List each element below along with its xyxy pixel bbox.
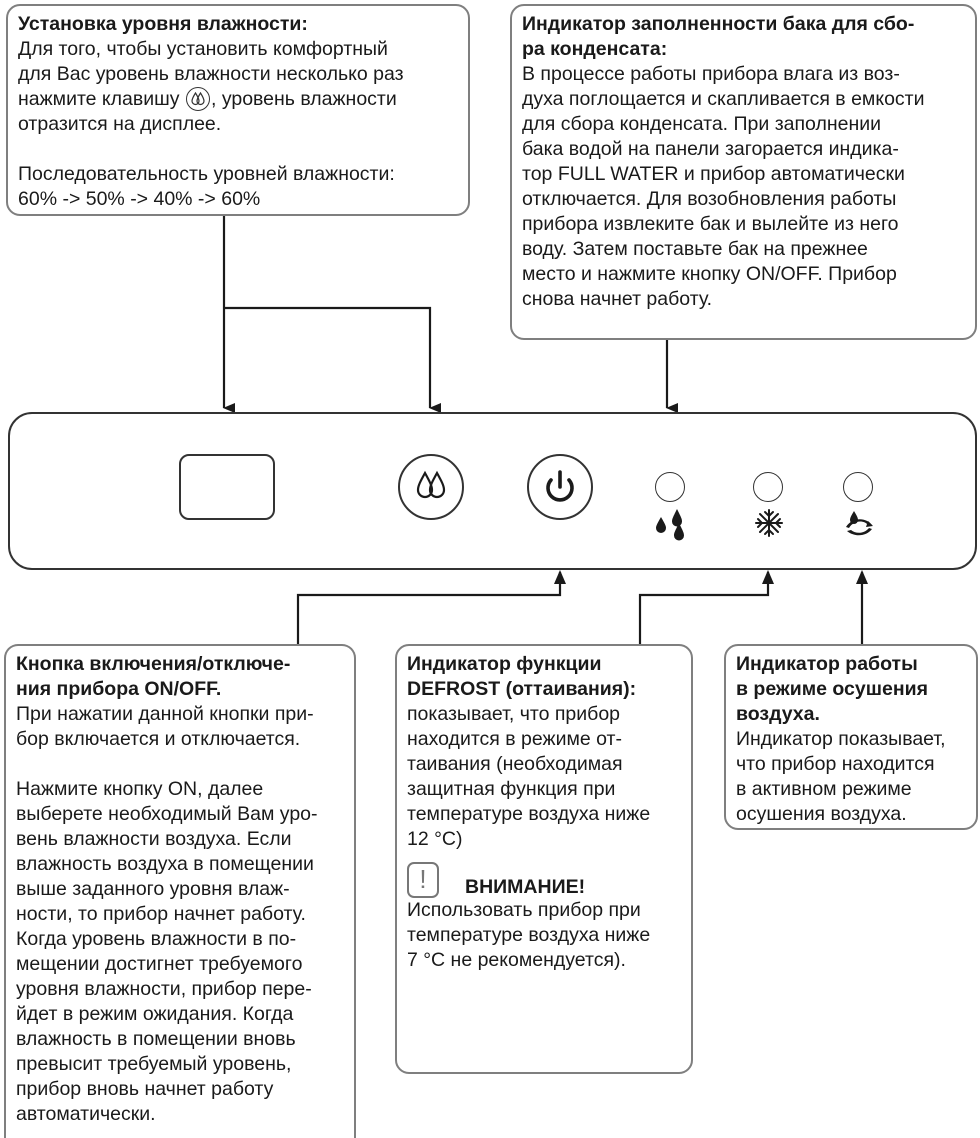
defrost-callout-title: DEFROST (оттаивания): — [407, 678, 637, 700]
dry-callout-line: осушения воздуха. — [736, 803, 907, 825]
full-water-led — [655, 472, 685, 502]
tank-callout-title: Индикатор заполненности бака для сбо- — [522, 13, 915, 35]
tank-callout-line: место и нажмите кнопку ON/OFF. Прибор — [522, 263, 897, 285]
defrost-callout-line: 12 °C) — [407, 828, 463, 850]
defrost-callout-line: температуре воздуха ниже — [407, 803, 651, 825]
defrost-callout-line: показывает, что прибор — [407, 703, 621, 725]
humidity-callout-line: отразится на дисплее. — [18, 113, 222, 135]
power-callout-title: Кнопка включения/отключе- — [16, 653, 291, 675]
humidity-callout-text: , уровень влажности — [210, 88, 397, 110]
power-callout-line: выберете необходимый Вам уро- — [16, 803, 318, 825]
power-icon — [546, 470, 574, 502]
water-drops-icon — [656, 509, 684, 541]
dry-mode-led — [843, 472, 873, 502]
power-callout-line: уровня влажности, прибор пере- — [16, 978, 312, 1000]
power-callout-line: мещении достигнет требуемого — [16, 953, 303, 975]
warning-line: 7 °C не рекомендуется). — [407, 949, 626, 971]
power-callout-line: превысит требуемый уровень, — [16, 1053, 292, 1075]
humidity-button[interactable] — [398, 454, 464, 520]
power-callout-line: влажность в помещении вновь — [16, 1028, 296, 1050]
defrost-callout-title: Индикатор функции — [407, 653, 602, 675]
double-drop-icon — [185, 87, 210, 111]
tank-callout-line: В процессе работы прибора влага из воз- — [522, 63, 900, 85]
humidity-display — [179, 454, 275, 520]
power-callout-line: прибор вновь начнет работу — [16, 1078, 274, 1100]
power-callout-title: ния прибора ON/OFF. — [16, 678, 222, 700]
humidity-setting-callout: Установка уровня влажности: Для того, чт… — [6, 4, 470, 216]
power-callout-line: вень влажности воздуха. Если — [16, 828, 292, 850]
power-callout-line: При нажатии данной кнопки при- — [16, 703, 314, 725]
double-drop-icon — [416, 470, 446, 499]
control-panel — [8, 412, 977, 570]
humidity-sequence: 60% -> 50% -> 40% -> 60% — [18, 188, 261, 210]
dry-callout-title: Индикатор работы — [736, 653, 918, 675]
humidity-callout-text: нажмите клавишу — [18, 88, 180, 110]
tank-callout-line: тор FULL WATER и прибор автоматически — [522, 163, 905, 185]
power-callout-line: бор включается и отключается. — [16, 728, 301, 750]
power-callout-line: йдет в режим ожидания. Когда — [16, 1003, 294, 1025]
defrost-led — [753, 472, 783, 502]
humidity-callout-line: Последовательность уровней влажности: — [18, 163, 395, 185]
warning-row: ! ВНИМАНИЕ! — [407, 862, 681, 898]
warning-title: ВНИМАНИЕ! — [465, 876, 586, 898]
dry-callout-line: что прибор находится — [736, 753, 935, 775]
tank-callout-line: бака водой на панели загорается индика- — [522, 138, 899, 160]
tank-callout-line: для сбора конденсата. При заполнении — [522, 113, 881, 135]
dry-mode-indicator-callout: Индикатор работы в режиме осушения возду… — [724, 644, 978, 830]
dry-callout-title: в режиме осушения — [736, 678, 928, 700]
tank-callout-line: воду. Затем поставьте бак на прежнее — [522, 238, 868, 260]
defrost-callout-line: находится в режиме от- — [407, 728, 622, 750]
dehumidify-fan-icon — [846, 511, 873, 536]
arrow-to-power-button — [296, 572, 562, 644]
humidity-callout-line-with-icon: нажмите клавишу , уровень влажности — [18, 87, 458, 112]
dry-callout-title: воздуха. — [736, 703, 820, 725]
humidity-callout-line: для Вас уровень влажности несколько раз — [18, 63, 404, 85]
tank-callout-line: прибора извлеките бак и вылейте из него — [522, 213, 899, 235]
power-button-callout: Кнопка включения/отключе- ния прибора ON… — [4, 644, 356, 1138]
arrow-to-humidity-button — [224, 306, 441, 413]
power-callout-line: Когда уровень влажности в по- — [16, 928, 297, 950]
arrow-to-defrost-led — [638, 572, 770, 644]
tank-callout-line: снова начнет работу. — [522, 288, 713, 310]
defrost-indicator-callout: Индикатор функции DEFROST (оттаивания): … — [395, 644, 693, 1074]
power-callout-line: выше заданного уровня влаж- — [16, 878, 290, 900]
dry-callout-line: в активном режиме — [736, 778, 912, 800]
snowflake-icon — [755, 509, 783, 537]
humidity-callout-line: Для того, чтобы установить комфортный — [18, 38, 388, 60]
dry-callout-line: Индикатор показывает, — [736, 728, 946, 750]
power-button[interactable] — [527, 454, 593, 520]
defrost-callout-line: защитная функция при — [407, 778, 616, 800]
tank-callout-title: ра конденсата: — [522, 38, 668, 60]
humidity-callout-title: Установка уровня влажности: — [18, 13, 308, 35]
warning-line: температуре воздуха ниже — [407, 924, 651, 946]
power-callout-line: ности, то прибор начнет работу. — [16, 903, 306, 925]
warning-line: Использовать прибор при — [407, 899, 641, 921]
tank-indicator-callout: Индикатор заполненности бака для сбо- ра… — [510, 4, 977, 340]
tank-callout-line: отключается. Для возобновления работы — [522, 188, 897, 210]
tank-callout-line: духа поглощается и скапливается в емкост… — [522, 88, 925, 110]
power-callout-line: Нажмите кнопку ON, далее — [16, 778, 264, 800]
power-callout-line: автоматически. — [16, 1103, 156, 1125]
exclamation-icon: ! — [407, 862, 439, 898]
power-callout-line: влажность воздуха в помещении — [16, 853, 314, 875]
defrost-callout-line: таивания (необходимая — [407, 753, 623, 775]
